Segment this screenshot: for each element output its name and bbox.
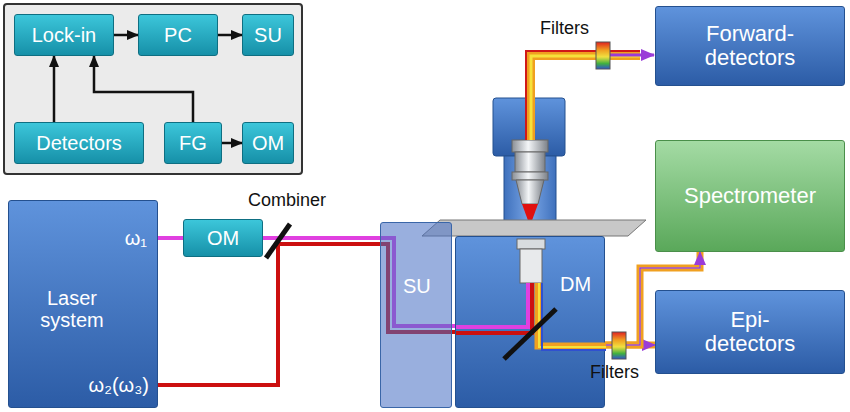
inset-panel (4, 4, 302, 174)
modulator-box: OM (242, 122, 294, 164)
microscope-box: DM (455, 236, 605, 408)
detector-box: Epi-detectors (655, 290, 845, 374)
box-label: SU (403, 275, 431, 297)
box-label: Detectors (36, 132, 122, 154)
forward-beam (526, 51, 654, 140)
box-label: SU (254, 24, 282, 46)
box-label: Laser system (27, 287, 117, 331)
signal-arrow (94, 56, 193, 122)
laser-beam (158, 244, 380, 385)
signal-arrow (114, 35, 138, 36)
beam-line (158, 244, 380, 385)
beam-line (158, 236, 183, 240)
arrow-line (53, 56, 56, 122)
computer-box: PC (138, 14, 218, 56)
wavelength-label: ω₂(ω₃) (89, 374, 149, 396)
laser-beam (158, 238, 183, 239)
box-label: Epi-detectors (695, 308, 805, 356)
detector-box: Forward-detectors (655, 6, 845, 86)
box-label: OM (207, 227, 239, 249)
arrow-line (94, 56, 193, 122)
laser-box: Laser system ω₁ ω₂(ω₃) (8, 200, 158, 408)
box-label: Lock-in (32, 24, 96, 46)
signal-arrow (222, 143, 242, 144)
signal-arrow (54, 56, 55, 122)
optical-filter (612, 332, 626, 359)
arrow-line (114, 34, 138, 37)
spectrometer-box: Spectrometer (655, 140, 845, 252)
filter-label: Filters (590, 362, 639, 383)
function-generator-box: FG (164, 122, 222, 164)
detector-box: Detectors (14, 122, 144, 164)
box-label: Spectrometer (684, 184, 816, 208)
beam-combiner (266, 224, 290, 258)
box-label: Forward-detectors (685, 22, 815, 70)
arrow-line (218, 34, 242, 37)
upper-objective (512, 140, 548, 226)
sample-stage (422, 220, 646, 236)
optical-filter (596, 42, 610, 69)
box-label: PC (164, 24, 192, 46)
box-label: DM (560, 273, 591, 295)
wavelength-label: ω₁ (125, 227, 147, 249)
modulator-box: OM (183, 219, 263, 257)
component-label: Combiner (248, 190, 326, 211)
dm-optics (456, 237, 606, 409)
lockin-box: Lock-in (14, 14, 114, 56)
scan-unit-box: SU (380, 222, 452, 408)
box-label: OM (252, 132, 284, 154)
box-label: FG (179, 132, 207, 154)
signal-arrow (218, 35, 242, 36)
scan-unit-box: SU (242, 14, 294, 56)
filter-label: Filters (540, 18, 589, 39)
arrow-line (222, 142, 242, 145)
